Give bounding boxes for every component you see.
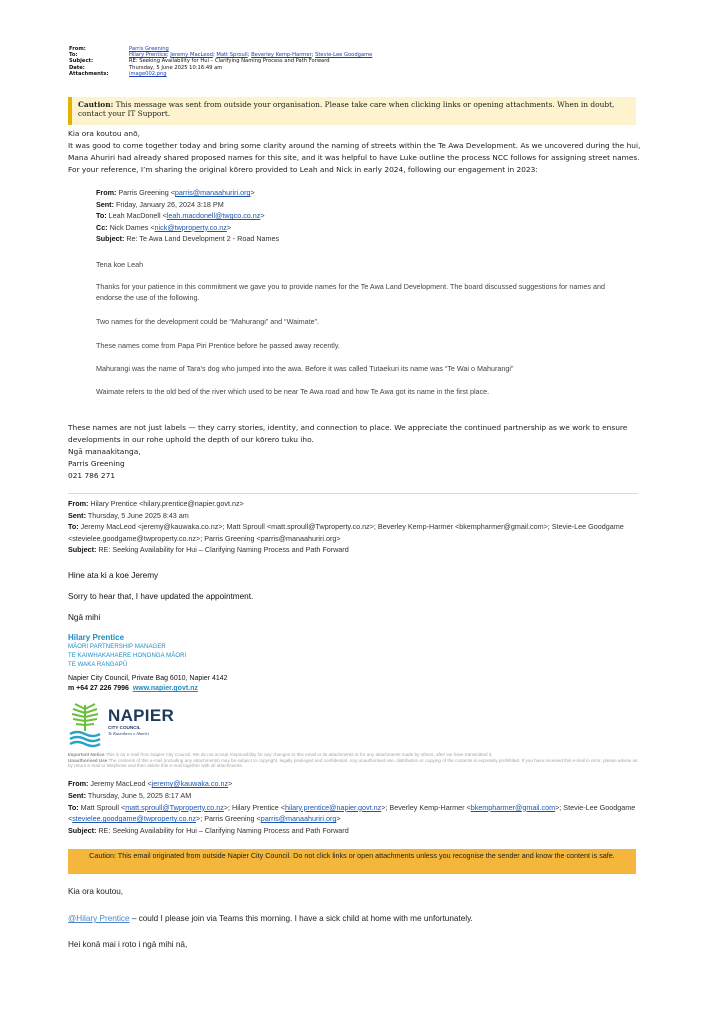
email2-header: From: Hilary Prentice <hilary.prentice@n…	[68, 498, 643, 556]
signature-title3: TE WAKA RANGAPŪ	[68, 662, 128, 668]
date-label: Date:	[69, 64, 85, 71]
quoted-sent: Sent: Friday, January 26, 2024 3:18 PM	[96, 199, 224, 209]
email1-phone: 021 786 271	[68, 471, 116, 480]
legal-notice: Important Notice This is an e-mail from …	[68, 752, 640, 769]
quoted-to-email-link[interactable]: leah.macdonell@twgco.co.nz	[166, 211, 261, 221]
napier-logo: NAPIER CITY COUNCIL Te Kaunihera o Ahuri…	[68, 703, 178, 749]
logo-wordmark: NAPIER CITY COUNCIL Te Kaunihera o Ahuri…	[108, 707, 174, 737]
quoted-para2: Two names for the development could be “…	[96, 317, 320, 326]
email2-subject: Subject: RE: Seeking Availability for Hu…	[68, 545, 349, 555]
logo-sub-text: CITY COUNCIL	[108, 725, 141, 730]
to-link-matt[interactable]: Matt Sproull	[216, 52, 248, 59]
to-link-hilary[interactable]: Hilary Prentice	[129, 52, 167, 59]
signature-phone: m +64 27 226 7996	[68, 685, 129, 692]
quoted-greeting: Tena koe Leah	[96, 260, 144, 269]
quoted-from-email-link[interactable]: parris@manaahuriri.org	[174, 188, 251, 197]
logo-main-text: NAPIER	[108, 706, 175, 725]
quoted-message: From: Parris Greening <parris@manaahurir…	[96, 187, 636, 396]
signature-address: Napier City Council, Private Bag 6010, N…	[68, 675, 228, 682]
quoted-subject: Subject: Re: Te Awa Land Development 2 -…	[96, 234, 280, 244]
caution-label: Caution:	[78, 100, 114, 109]
email3-to-link-matt[interactable]: matt.sproull@Twproperty.co.nz	[125, 802, 224, 812]
email2-sent: Sent: Thursday, 5 June 2025 8:43 am	[68, 510, 189, 520]
to-recipients: Hilary Prentice; Jeremy MacLeod; Matt Sp…	[129, 52, 373, 59]
important-notice: Important Notice This is an e-mail from …	[68, 752, 493, 757]
email1-para1: It was good to come together today and b…	[68, 141, 641, 162]
caution-banner: Caution: This message was sent from outs…	[68, 97, 636, 125]
email3-to-link-hilary[interactable]: hilary.prentice@napier.govt.nz	[284, 802, 382, 812]
email1-sender-name: Parris Greening	[68, 459, 125, 468]
attachments-label: Attachments:	[69, 70, 109, 77]
signature-contact: m +64 27 226 7996 www.napier.govt.nz	[68, 685, 198, 692]
to-link-jeremy[interactable]: Jeremy MacLeod	[170, 52, 213, 59]
email1-signoff: Ngā manaakitanga,	[68, 447, 141, 456]
logo-tagline: Te Kaunihera o Ahuriri	[108, 731, 150, 736]
email2-line1: Hine ata ki a koe Jeremy	[68, 571, 159, 580]
email3-subject: Subject: RE: Seeking Availability for Hu…	[68, 826, 349, 836]
signature-website-link[interactable]: www.napier.govt.nz	[132, 685, 198, 692]
email3-from-email-link[interactable]: jeremy@kauwaka.co.nz	[151, 779, 229, 788]
email1-body: Kia ora koutou anō, It was good to come …	[68, 128, 643, 176]
quoted-from: From: Parris Greening <parris@manaahurir…	[96, 188, 255, 197]
to-link-stevie[interactable]: Stevie-Lee Goodgame	[315, 52, 373, 59]
caution-text: This message was sent from outside your …	[78, 100, 615, 119]
attachment-link[interactable]: image002.png	[129, 70, 167, 77]
email2-line3: Ngā mihi	[68, 613, 101, 622]
ncc-caution-banner: Caution: This email originated from outs…	[68, 849, 636, 874]
mention-link[interactable]: @Hilary Prentice	[68, 914, 130, 923]
to-label: To:	[69, 52, 78, 59]
quoted-para4: Mahurangi was the name of Tara’s dog who…	[96, 364, 514, 373]
quoted-para1: Thanks for your patience in this commitm…	[96, 282, 605, 302]
quoted-cc: Cc: Nick Dames <nick@twproperty.co.nz>	[96, 222, 232, 232]
email3-closing: Hei konā mai i roto i ngā mihi nā,	[68, 940, 188, 949]
signature-title2: TE KAIWHAKAHAERE HONONGA MĀORI	[68, 653, 187, 659]
email2-to: To: Jeremy MacLeod <jeremy@kauwaka.co.nz…	[68, 522, 624, 543]
quoted-para5: Waimate refers to the old bed of the riv…	[96, 387, 490, 396]
from-label: From:	[69, 46, 86, 52]
signature-name: Hilary Prentice	[68, 633, 125, 642]
email1-para3: These names are not just labels — they c…	[68, 423, 628, 444]
signature-title1: MĀORI PARTNERSHIP MANAGER	[68, 644, 166, 650]
unauthorised-use-notice: Unauthorised Use The contents of this e-…	[68, 757, 638, 769]
date-value: Thursday, 5 June 2025 10:16:49 am	[129, 64, 223, 71]
quoted-para3: These names come from Papa Piri Prentice…	[96, 341, 340, 350]
email-header: From: Parris Greening To: Hilary Prentice;…	[69, 46, 372, 77]
email2-from: From: Hilary Prentice <hilary.prentice@n…	[68, 499, 244, 508]
quoted-to: To: Leah MacDonell <leah.macdonell@twgco…	[96, 211, 265, 221]
email1-para2: For your reference, I’m sharing the orig…	[68, 165, 538, 174]
divider	[68, 493, 638, 494]
email1-closing: These names are not just labels — they c…	[68, 422, 643, 482]
email3-message: @Hilary Prentice – could I please join v…	[68, 914, 473, 923]
subject-value: RE: Seeking Availability for Hui – Clari…	[129, 58, 330, 65]
napier-fern-icon	[69, 703, 101, 748]
email3-to-link-stevie[interactable]: stevielee.goodgame@twproperty.co.nz	[72, 814, 197, 824]
email3-greeting: Kia ora koutou,	[68, 887, 124, 896]
email3-to: To: Matt Sproull <matt.sproull@Twpropert…	[68, 802, 636, 824]
email3-to-link-parris[interactable]: parris@manaahuriri.org	[260, 814, 337, 824]
email3-sent: Sent: Thursday, June 5, 2025 8:17 AM	[68, 790, 192, 800]
quoted-cc-email-link[interactable]: nick@twproperty.co.nz	[154, 222, 227, 232]
email2-line2: Sorry to hear that, I have updated the a…	[68, 592, 254, 601]
subject-label: Subject:	[69, 58, 94, 65]
email3-from: From: Jeremy MacLeod <jeremy@kauwaka.co.…	[68, 779, 233, 788]
email3-to-link-beverley[interactable]: bkempharmer@gmail.com	[470, 802, 556, 812]
to-link-beverley[interactable]: Beverley Kemp-Harmer	[251, 52, 312, 59]
email1-greeting: Kia ora koutou anō,	[68, 129, 140, 138]
email3-header: From: Jeremy MacLeod <jeremy@kauwaka.co.…	[68, 778, 643, 837]
from-link[interactable]: Parris Greening	[129, 46, 169, 52]
